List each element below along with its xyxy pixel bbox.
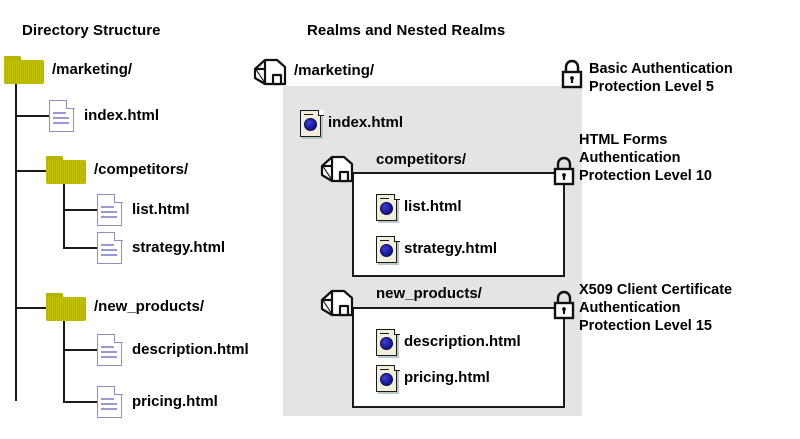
document-icon (97, 231, 123, 264)
document-icon (97, 193, 123, 226)
realm-file-pricing-html[interactable] (376, 365, 400, 394)
tree-node-pricing-html[interactable] (97, 385, 123, 418)
tree-label-description-html: description.html (132, 341, 249, 358)
document-icon (97, 333, 123, 366)
realm-house-icon (320, 155, 354, 183)
tree-label-index-html: index.html (84, 107, 160, 124)
tree-label-marketing: /marketing/ (52, 61, 133, 78)
tree-branch-competitors (15, 170, 46, 172)
html-document-icon (376, 194, 400, 223)
tree-node-marketing[interactable] (4, 56, 44, 84)
tree-node-competitors[interactable] (46, 156, 86, 184)
folder-icon (46, 293, 86, 321)
realm-house-icon (320, 289, 354, 317)
document-icon (49, 99, 75, 132)
tree-branch-list (63, 209, 97, 211)
html-document-icon (376, 236, 400, 265)
document-icon (97, 385, 123, 418)
tree-branch-new-products (15, 307, 46, 309)
html-document-icon (300, 110, 324, 139)
tree-label-pricing-html: pricing.html (132, 393, 218, 410)
nested-realm-label-new-products: new_products/ (376, 285, 482, 302)
padlock-icon (551, 156, 577, 186)
padlock-icon (551, 290, 577, 320)
realm-file-list-html[interactable] (376, 194, 400, 223)
right-panel-title: Realms and Nested Realms (307, 22, 506, 39)
tree-label-competitors: /competitors/ (94, 161, 189, 178)
tree-branch-index (15, 115, 49, 117)
security-text-root-realm: Basic Authentication Protection Level 5 (589, 61, 733, 95)
tree-branch-strategy (63, 247, 97, 249)
padlock-icon (559, 59, 585, 89)
tree-branch-description (63, 349, 97, 351)
tree-branch-pricing (63, 401, 97, 403)
tree-label-new-products: /new_products/ (94, 298, 205, 315)
tree-node-index-html[interactable] (49, 99, 75, 132)
folder-icon (46, 156, 86, 184)
nested-realm-label-competitors: competitors/ (376, 151, 467, 168)
realm-label-pricing-html: pricing.html (404, 369, 490, 386)
realm-label-index-html: index.html (328, 114, 404, 131)
tree-trunk-new-products (63, 307, 65, 401)
realm-house-icon (253, 58, 287, 86)
security-text-competitors-realm: HTML Forms Authentication Protection Lev… (579, 132, 712, 184)
security-text-new-products-realm: X509 Client Certificate Authentication P… (579, 282, 733, 334)
realm-label-description-html: description.html (404, 333, 521, 350)
html-document-icon (376, 329, 400, 358)
realm-file-description-html[interactable] (376, 329, 400, 358)
realm-label-strategy-html: strategy.html (404, 240, 498, 257)
realm-label-list-html: list.html (404, 198, 462, 215)
left-panel-title: Directory Structure (22, 22, 161, 39)
tree-node-description-html[interactable] (97, 333, 123, 366)
tree-node-new-products[interactable] (46, 293, 86, 321)
realm-file-index-html[interactable] (300, 110, 324, 139)
tree-trunk-line (15, 84, 17, 401)
tree-node-list-html[interactable] (97, 193, 123, 226)
folder-icon (4, 56, 44, 84)
tree-node-strategy-html[interactable] (97, 231, 123, 264)
html-document-icon (376, 365, 400, 394)
realm-file-strategy-html[interactable] (376, 236, 400, 265)
tree-label-list-html: list.html (132, 201, 190, 218)
realm-label-marketing: /marketing/ (294, 62, 375, 79)
tree-label-strategy-html: strategy.html (132, 239, 226, 256)
